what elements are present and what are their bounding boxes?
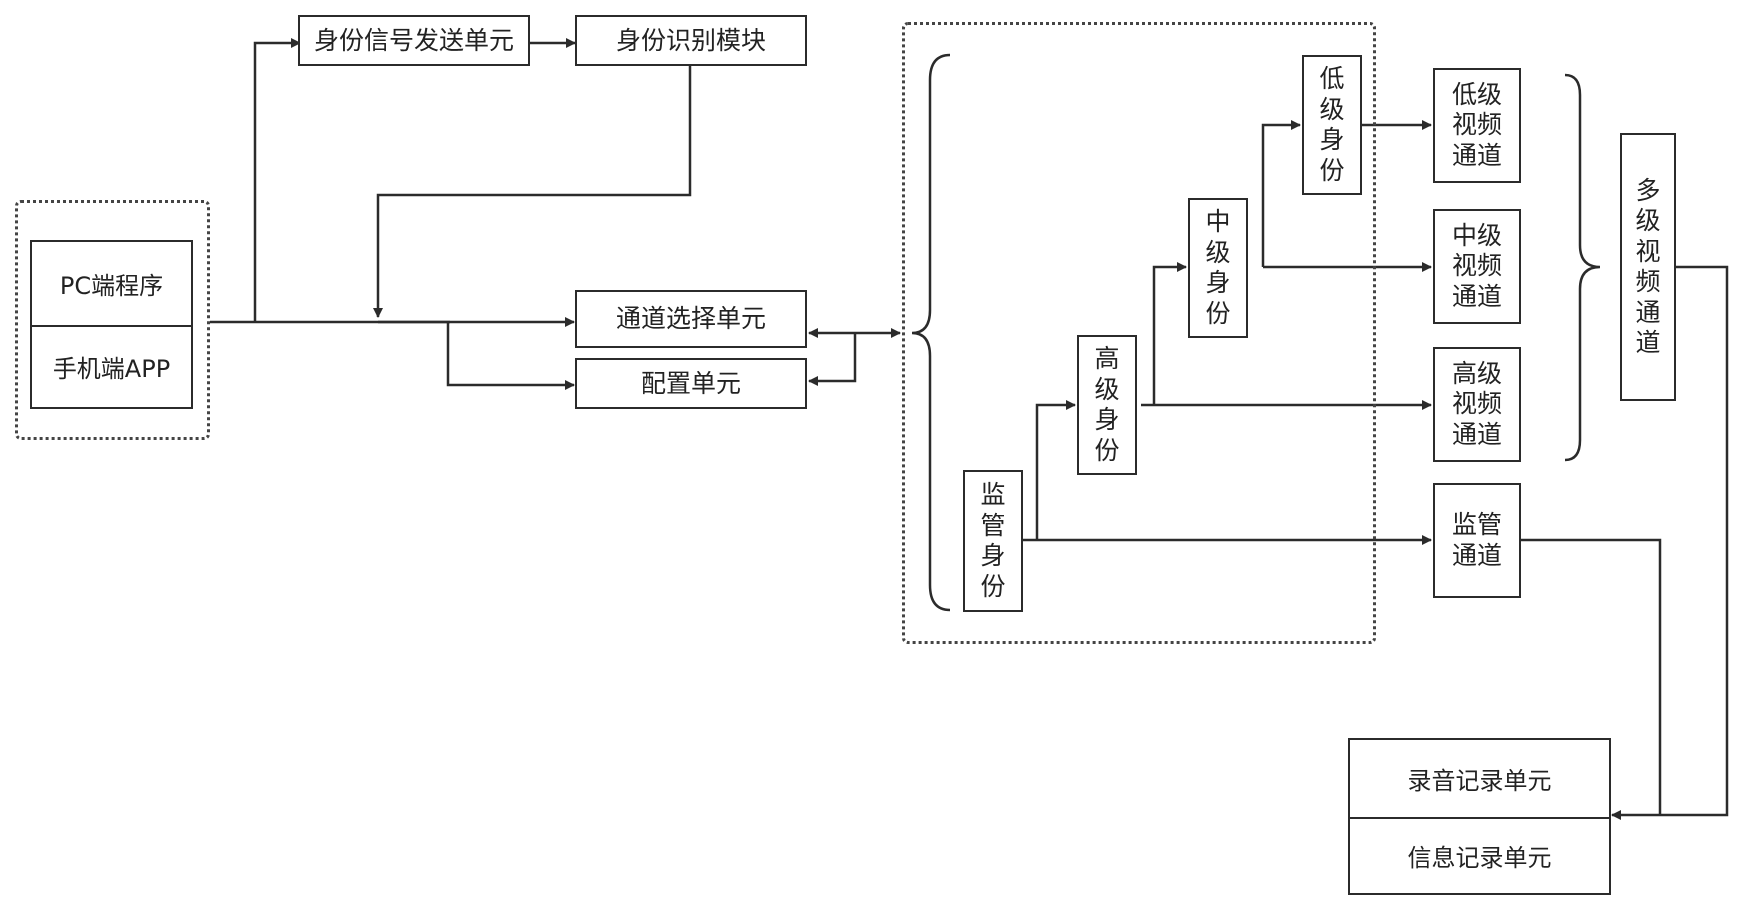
mid-identity[interactable]: 中级身份 [1188,198,1248,338]
brace-left [911,53,951,612]
supervise-channel-label: 监管通道 [1451,510,1502,570]
mobile-app[interactable]: 手机端APP [32,324,191,408]
mid-identity-label: 中级身份 [1205,207,1231,328]
high-video-channel-label: 高级视频通道 [1451,358,1502,449]
edge-high-to-mid [1152,262,1187,405]
supervise-identity-label: 监管身份 [980,480,1006,601]
identity-recognition-module[interactable]: 身份识别模块 [575,15,807,66]
edge-multi-to-records [1611,265,1729,820]
client-stack: PC端程序 手机端APP [30,240,193,409]
client-group [15,200,210,440]
supervise-identity[interactable]: 监管身份 [963,470,1023,612]
audio-record-unit[interactable]: 录音记录单元 [1407,766,1552,795]
edge-supervise-to-high [1035,400,1076,540]
mid-video-channel-label: 中级视频通道 [1451,220,1502,311]
brace-right [1564,73,1601,462]
low-identity[interactable]: 低级身份 [1302,55,1362,195]
record-stack: 录音记录单元 信息记录单元 [1348,738,1611,895]
mid-video-channel[interactable]: 中级视频通道 [1433,209,1521,324]
high-identity-label: 高级身份 [1094,344,1120,465]
info-record-unit[interactable]: 信息记录单元 [1350,816,1609,894]
high-identity[interactable]: 高级身份 [1077,335,1137,475]
high-video-channel[interactable]: 高级视频通道 [1433,347,1521,462]
multi-level-video-channel-label: 多级视频通道 [1635,175,1661,358]
low-video-channel[interactable]: 低级视频通道 [1433,68,1521,183]
edge-trunk-to-config [446,322,575,390]
multi-level-video-channel[interactable]: 多级视频通道 [1620,133,1676,401]
low-video-channel-label: 低级视频通道 [1451,79,1502,170]
identity-group [902,22,1376,644]
channel-select-unit[interactable]: 通道选择单元 [575,290,807,348]
edge-config-bi [808,333,857,386]
low-identity-label: 低级身份 [1319,64,1345,185]
supervise-channel[interactable]: 监管通道 [1433,483,1521,598]
edge-sup-to-records [1521,538,1662,815]
edge-trunk-to-sender [253,38,301,322]
config-unit[interactable]: 配置单元 [575,358,807,409]
edge-mid-to-low [1261,120,1301,267]
identity-signal-sender[interactable]: 身份信号发送单元 [298,15,530,66]
pc-program[interactable]: PC端程序 [59,271,164,300]
edge-recognition-to-trunk [373,66,692,318]
